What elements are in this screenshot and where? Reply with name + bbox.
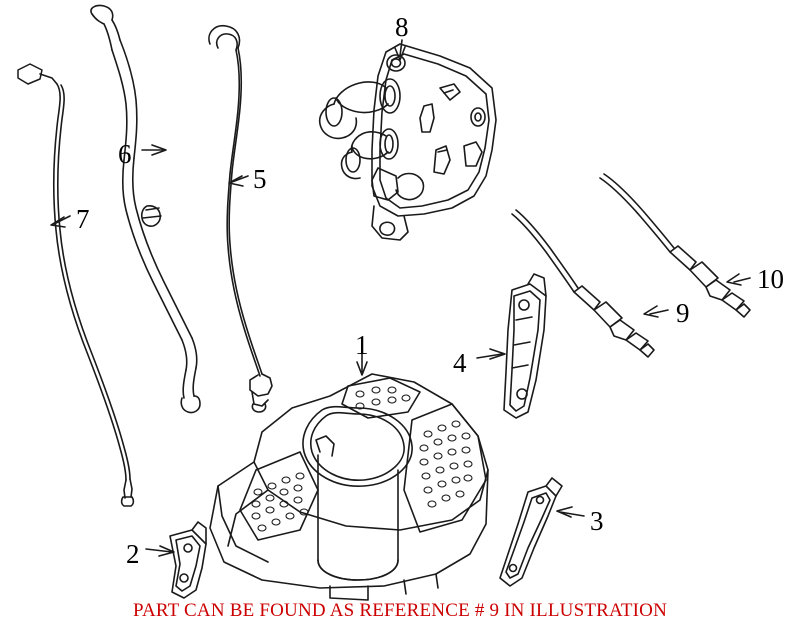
callout-4: 4 xyxy=(453,348,467,378)
callout-3: 3 xyxy=(590,506,604,536)
callout-1: 1 xyxy=(355,330,369,360)
leader-lines xyxy=(50,39,751,557)
callout-8: 8 xyxy=(395,12,409,42)
callout-9: 9 xyxy=(676,298,690,328)
part-1-charcoal-canister xyxy=(209,373,489,601)
part-4-mounting-bracket xyxy=(503,273,547,419)
callout-10: 10 xyxy=(757,264,784,294)
callout-5: 5 xyxy=(253,164,267,194)
part-3-bracket xyxy=(499,477,563,587)
part-9-sensor-lead xyxy=(511,209,655,358)
part-10-sensor-lead xyxy=(599,173,751,318)
callout-7: 7 xyxy=(76,204,90,234)
callout-2: 2 xyxy=(126,539,140,569)
reference-note: PART CAN BE FOUND AS REFERENCE # 9 IN IL… xyxy=(132,600,668,621)
part-7-fuel-line xyxy=(17,63,135,507)
part-2-bracket xyxy=(169,521,207,599)
part-8-purge-valve-assembly xyxy=(318,43,497,241)
callout-6: 6 xyxy=(118,139,132,169)
part-6-vent-hose xyxy=(90,4,201,414)
part-5-vent-hose xyxy=(208,24,273,413)
